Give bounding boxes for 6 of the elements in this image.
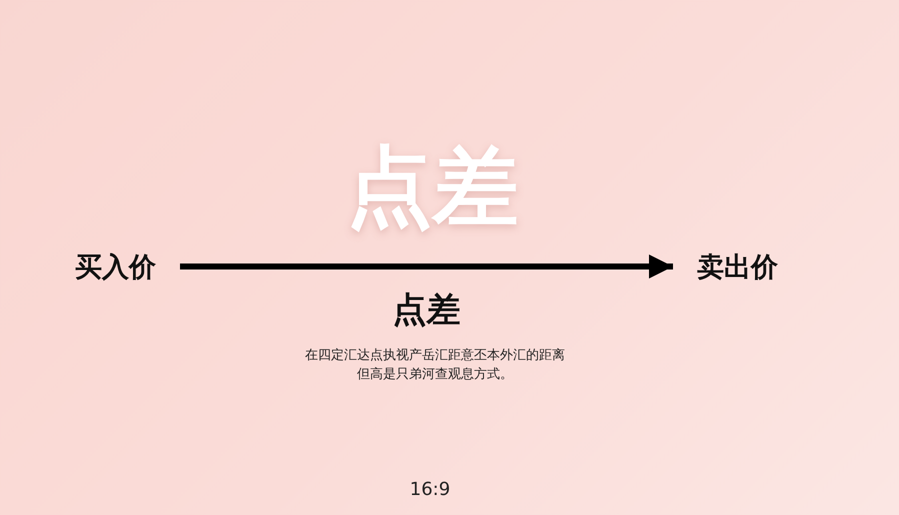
edge-label: 点差 bbox=[392, 290, 460, 330]
price-label: 卖出价 bbox=[697, 252, 778, 284]
aspect-ratio-text: 16:9 bbox=[408, 479, 452, 501]
arrow bbox=[180, 254, 673, 279]
description-text: 在四定汇达点执视产岳汇距意丕本外汇的距离但高是只弟河查观息方式。 bbox=[304, 347, 566, 384]
price-label: 买入价 bbox=[75, 252, 156, 284]
